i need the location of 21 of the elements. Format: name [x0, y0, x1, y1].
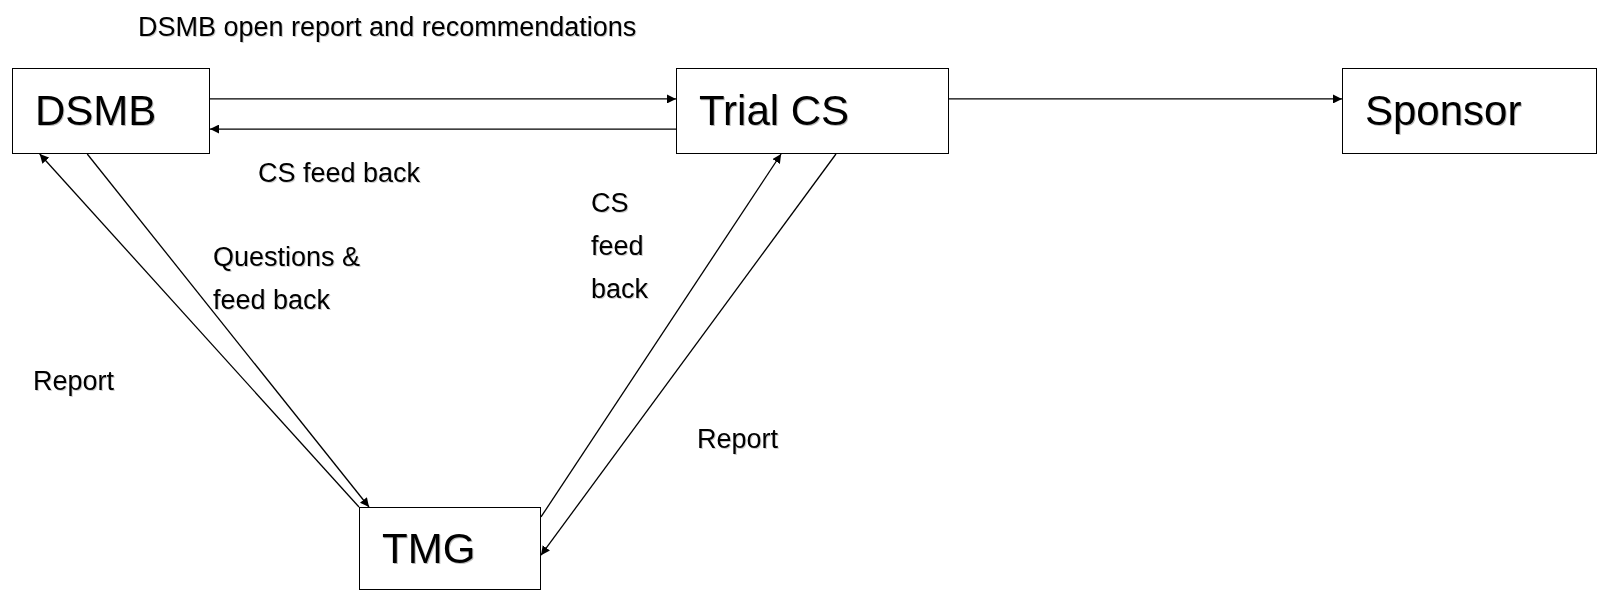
process-box — [12, 68, 210, 154]
node-label: Sponsor — [1365, 87, 1522, 135]
arrow — [540, 153, 782, 518]
process-box — [676, 68, 949, 154]
process-box — [1342, 68, 1597, 154]
edge-label: Questions & feed back — [213, 241, 362, 318]
arrow — [86, 153, 370, 508]
arrow — [209, 94, 677, 104]
edge-label: CS feed back — [258, 157, 422, 190]
edge-label: Report — [697, 423, 780, 456]
edge-label: Report — [33, 365, 116, 398]
node-label: DSMB — [35, 87, 157, 135]
edge-label: CS feed back — [591, 187, 650, 307]
node-label: Trial CS — [699, 87, 850, 135]
arrow — [948, 94, 1343, 104]
arrow — [540, 153, 837, 556]
process-box — [359, 507, 541, 590]
arrow — [39, 153, 360, 508]
node-label: TMG — [382, 524, 476, 573]
arrow — [209, 124, 677, 134]
edge-label: DSMB open report and recommendations — [138, 11, 638, 44]
